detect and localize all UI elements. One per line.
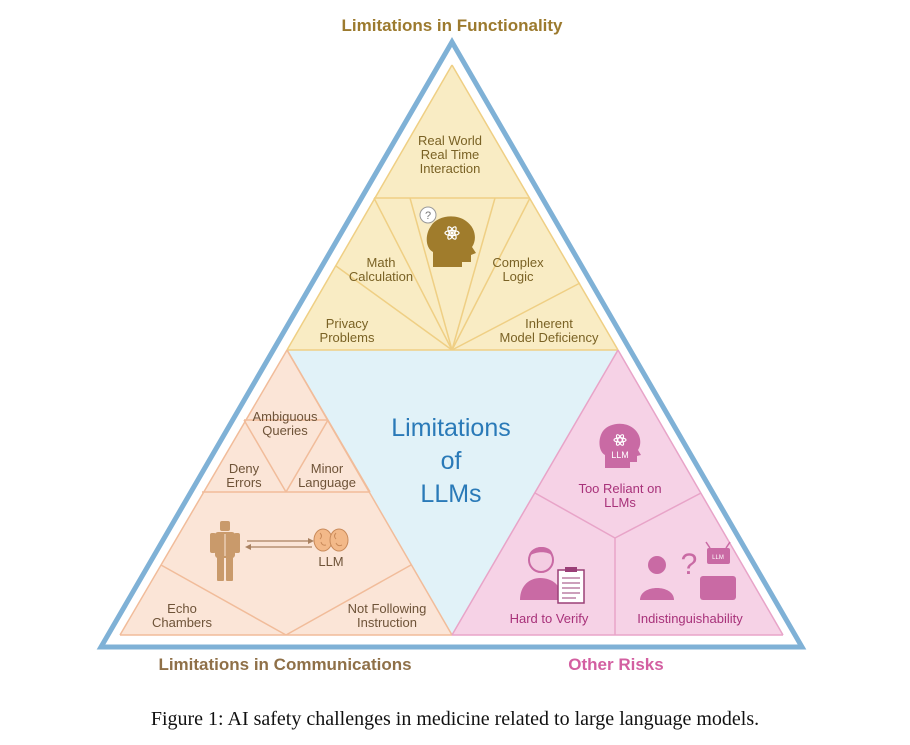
label-complex-line2: Logic <box>502 269 534 284</box>
label-inherent-line1: Inherent <box>525 316 573 331</box>
label-real-world-line2: Real Time <box>421 147 480 162</box>
label-llm-brain: LLM <box>318 554 343 569</box>
label-complex-line1: Complex <box>492 255 544 270</box>
center-title: Limitations of LLMs <box>391 414 511 508</box>
doctor-clipboard-icon <box>520 546 585 604</box>
center-region <box>287 350 618 635</box>
label-real-world-line3: Interaction <box>420 161 481 176</box>
label-inherent-line2: Model Deficiency <box>500 330 599 345</box>
label-minor-line2: Language <box>298 475 356 490</box>
label-deny-line1: Deny <box>229 461 260 476</box>
label-deny-line2: Errors <box>226 475 262 490</box>
center-title-line3: LLMs <box>420 480 481 508</box>
figure-caption: Figure 1: AI safety challenges in medici… <box>150 708 760 730</box>
title-functionality: Limitations in Functionality <box>342 16 564 35</box>
label-math-line1: Math <box>367 255 396 270</box>
question-mark-icon: ? <box>681 548 698 581</box>
center-title-line2: of <box>441 447 462 475</box>
risks-dividers <box>451 349 784 636</box>
label-real-world-line1: Real World <box>418 133 482 148</box>
functionality-dividers <box>286 64 619 351</box>
label-reliant-line2: LLMs <box>604 495 636 510</box>
label-echo-line1: Echo <box>167 601 197 616</box>
label-echo-line2: Chambers <box>152 615 212 630</box>
title-communications: Limitations in Communications <box>158 655 411 674</box>
exchange-arrows-icon <box>245 538 314 550</box>
label-minor-line1: Minor <box>311 461 344 476</box>
outer-triangle-border <box>96 37 807 650</box>
functionality-region <box>287 65 618 350</box>
communications-dividers <box>119 349 453 636</box>
robot-badge-text: LLM <box>712 555 724 561</box>
person-vs-robot-icon: ? LLM <box>640 541 736 600</box>
doctor-person-icon <box>210 521 240 581</box>
label-hard-to-verify: Hard to Verify <box>510 611 589 626</box>
ai-head-icon <box>426 216 476 267</box>
label-not-following-line2: Instruction <box>357 615 417 630</box>
center-title-line1: Limitations <box>391 414 511 442</box>
question-bubble-icon: ? <box>419 206 437 224</box>
label-ambiguous-line2: Queries <box>262 423 308 438</box>
label-ambiguous-line1: Ambiguous <box>252 409 318 424</box>
label-not-following-line1: Not Following <box>348 601 427 616</box>
label-privacy-line2: Problems <box>320 330 375 345</box>
llm-head-badge-text: LLM <box>611 450 629 460</box>
title-other-risks: Other Risks <box>568 655 663 674</box>
label-privacy-line1: Privacy <box>326 316 369 331</box>
llm-head-icon: LLM <box>599 423 641 468</box>
brain-icon <box>313 528 349 552</box>
label-indistinguishability: Indistinguishability <box>637 611 743 626</box>
question-mark-text: ? <box>425 210 431 222</box>
label-reliant-line1: Too Reliant on <box>578 481 661 496</box>
label-math-line2: Calculation <box>349 269 413 284</box>
